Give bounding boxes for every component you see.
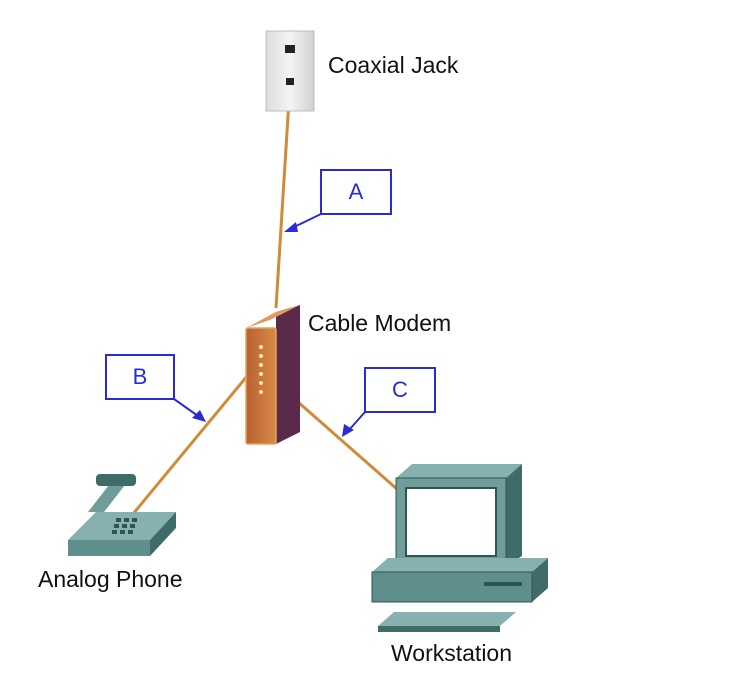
analog-phone-icon (68, 474, 176, 556)
cable-c (297, 400, 399, 492)
workstation-label: Workstation (391, 640, 513, 666)
callout-c-label: C (392, 377, 408, 402)
cable-modem-label: Cable Modem (308, 310, 452, 336)
cables (126, 83, 399, 521)
callout-b (105, 354, 206, 422)
arrowhead-b (192, 410, 206, 422)
callout-c (342, 367, 436, 437)
callout-a-label: A (348, 179, 364, 204)
coaxial-jack-icon (265, 30, 315, 112)
callout-a (284, 169, 392, 232)
arrowhead-a (284, 222, 298, 232)
workstation-icon (371, 464, 548, 632)
analog-phone-label: Analog Phone (38, 566, 183, 592)
coaxial-jack-label: Coaxial Jack (328, 52, 459, 78)
cable-modem-icon (245, 305, 300, 445)
cable-a (274, 83, 292, 309)
cable-b (126, 374, 250, 521)
arrowhead-c (342, 424, 354, 437)
callout-b-label: B (132, 364, 148, 389)
